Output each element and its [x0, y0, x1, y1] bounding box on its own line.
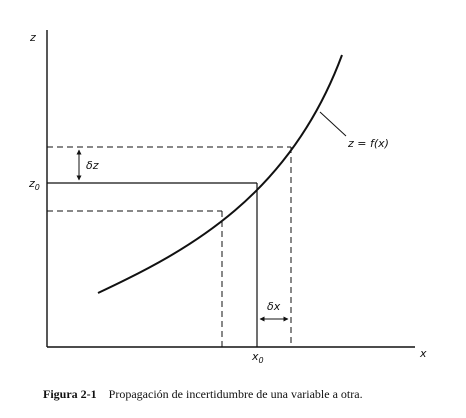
caption-number: Figura 2-1	[43, 387, 97, 401]
curve-label: z = f(x)	[347, 137, 389, 150]
delta-x-label: δx	[267, 300, 281, 313]
function-curve	[97, 54, 343, 294]
curve-label-leader	[319, 111, 347, 137]
caption-text: Propagación de incertidumbre de una vari…	[109, 387, 363, 401]
z0-label: z0	[28, 177, 40, 192]
delta-z-label: δz	[86, 159, 99, 172]
x-axis-label: x	[419, 347, 427, 360]
x0-label: x0	[251, 350, 264, 365]
y-axis-label: z	[29, 31, 36, 44]
figure-caption: Figura 2-1 Propagación de incertidumbre …	[43, 385, 363, 402]
